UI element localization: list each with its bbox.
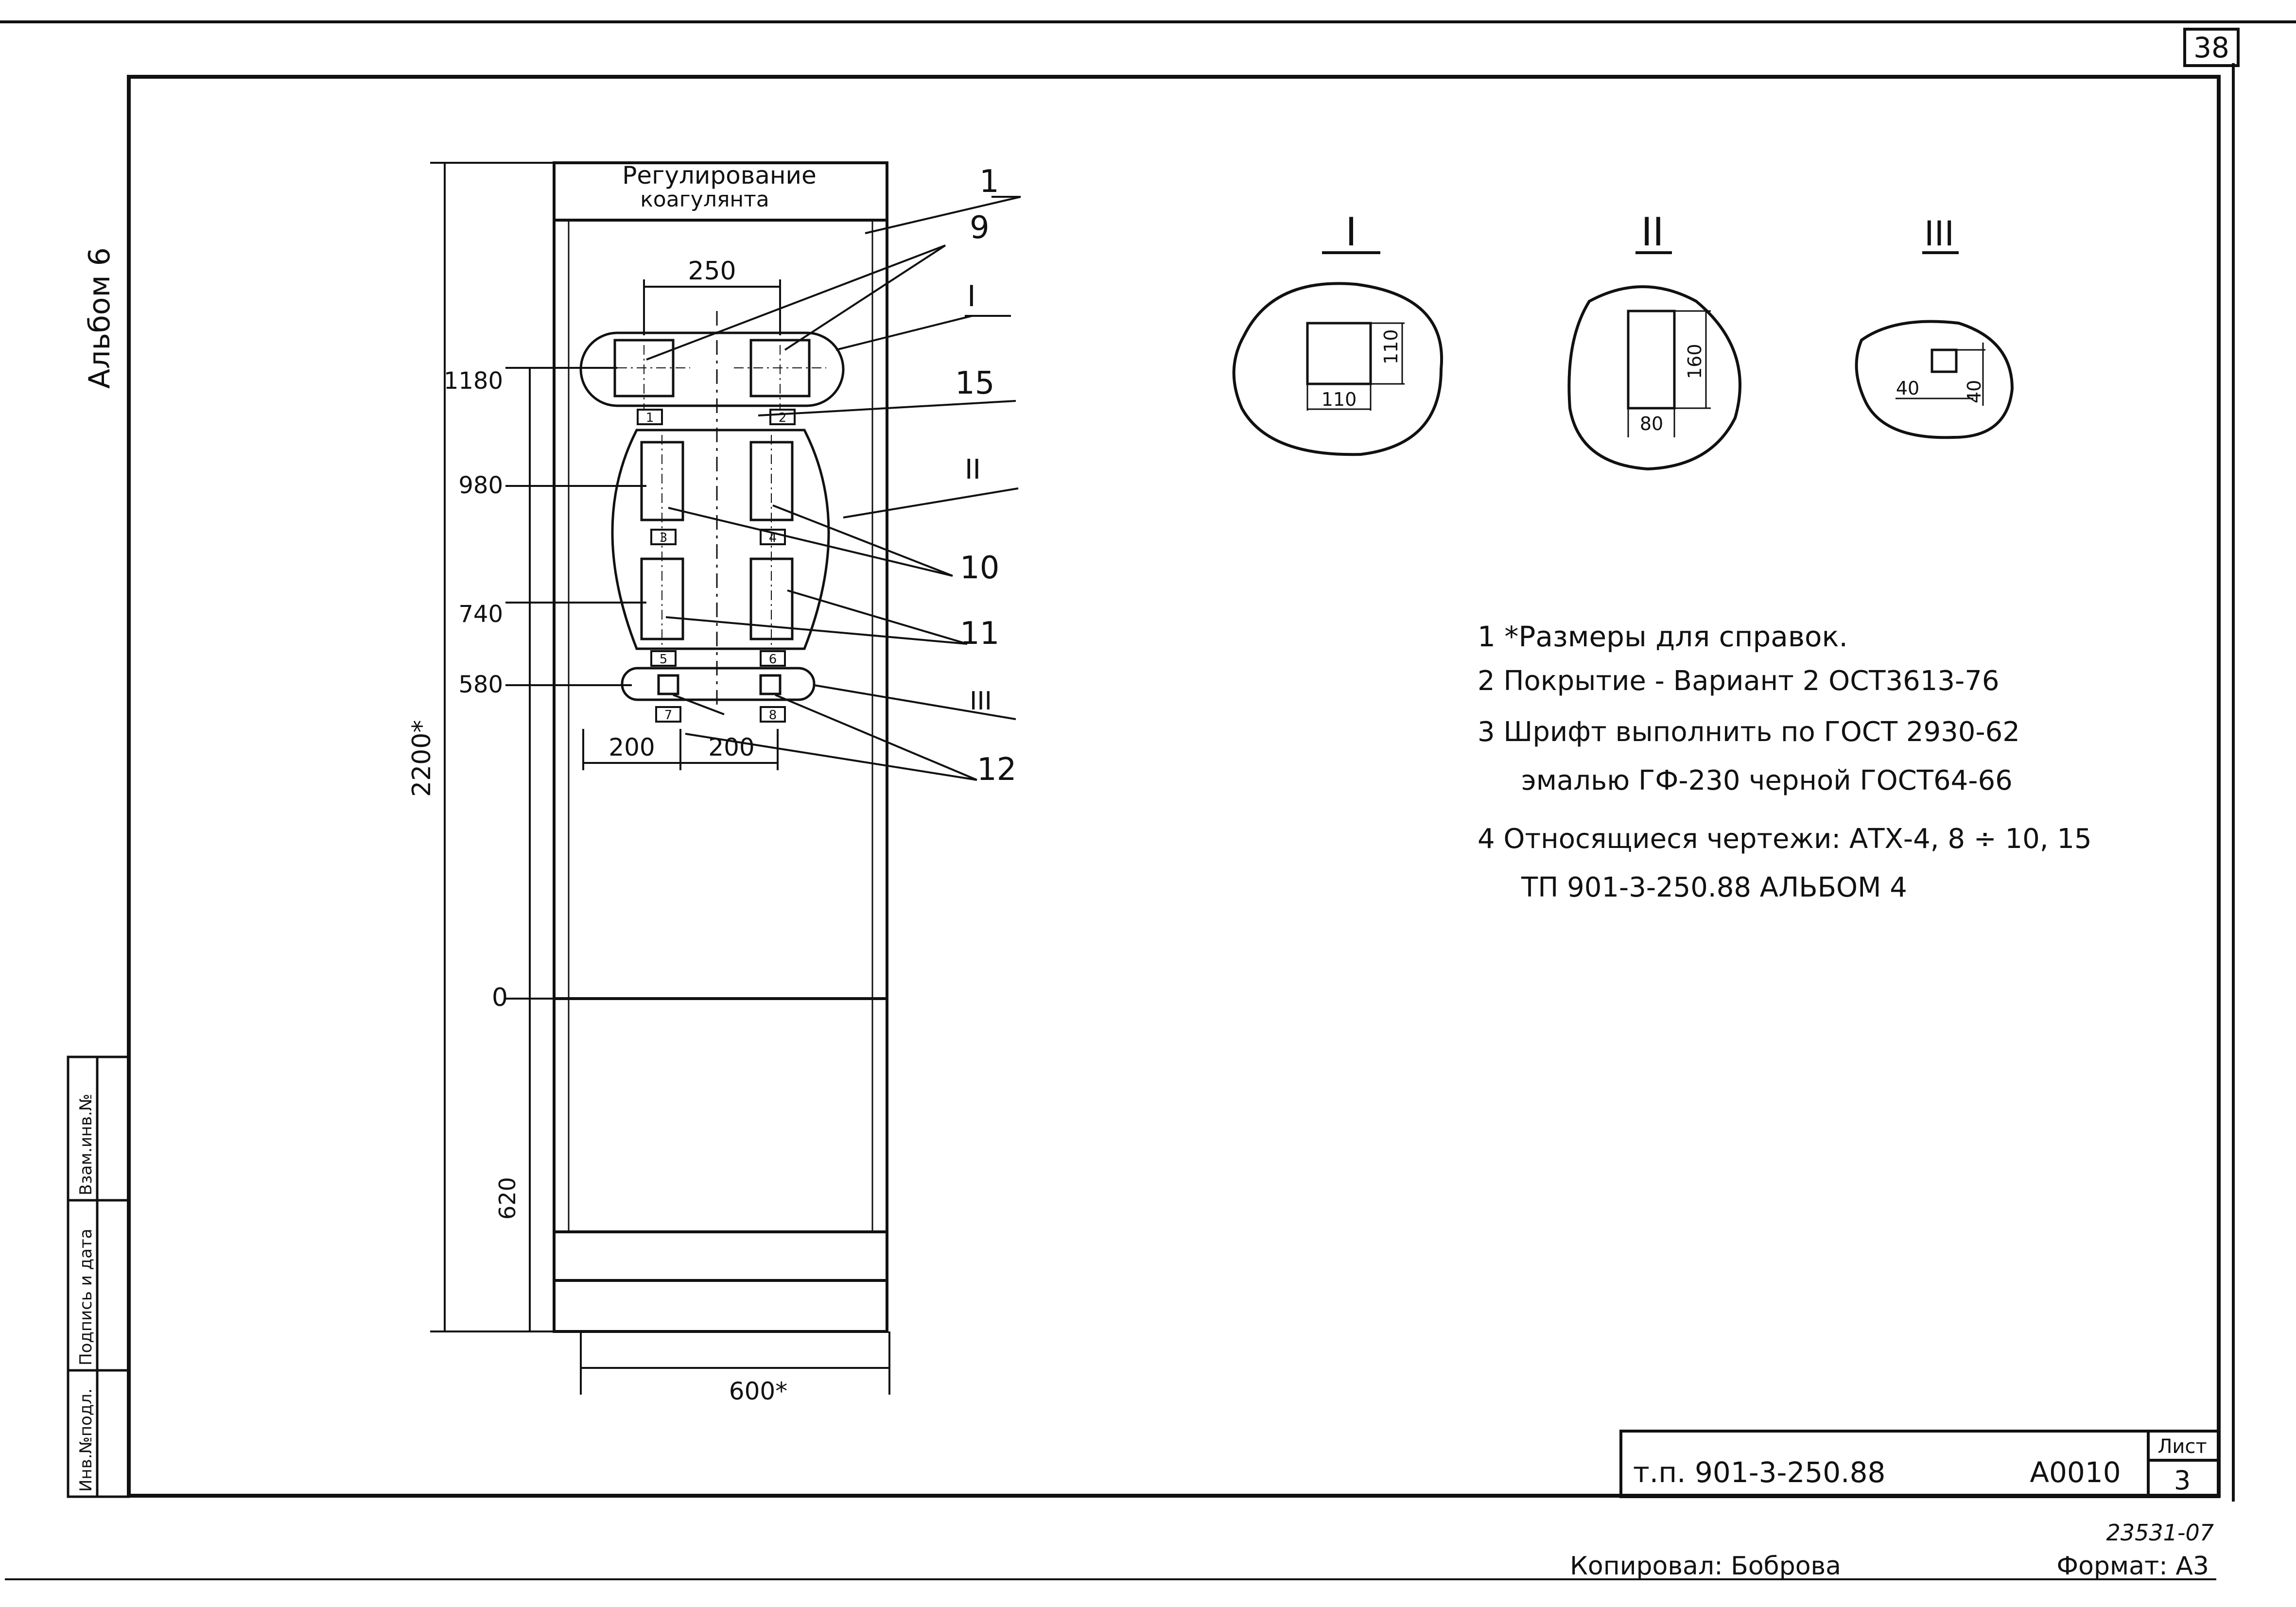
side-stamp-podpis-data: Подпись и дата: [76, 1228, 96, 1365]
note-3: 3 Шрифт выполнить по ГОСТ 2930-62: [1478, 716, 2020, 748]
note-2: 2 Покрытие - Вариант 2 ОСТ3613-76: [1478, 665, 2000, 697]
dim-600-label: 600*: [729, 1377, 787, 1405]
detail-III-width: 40: [1896, 378, 1919, 399]
detail-I-height: 110: [1380, 329, 1402, 364]
format-label: Формат: А3: [2056, 1552, 2209, 1581]
dim-200-200: [582, 729, 779, 770]
callout-leaders: [646, 196, 1021, 781]
element-tags: [637, 409, 796, 723]
tag-2: 2: [779, 411, 787, 425]
dim-620-label: 620: [494, 1177, 521, 1220]
page-corner-number: 38: [2193, 31, 2229, 64]
note-3-cont: эмалью ГФ-230 черной ГОСТ64-66: [1521, 765, 2013, 796]
title-block-code: т.п. 901-3-250.88: [1633, 1456, 1885, 1489]
archive-number: 23531-07: [2106, 1520, 2214, 1546]
tag-4: 4: [769, 531, 777, 545]
detail-III-height: 40: [1964, 380, 1985, 403]
level-580: 580: [458, 671, 503, 698]
detail-I-width: 110: [1322, 389, 1357, 410]
detail-II-title: II: [1641, 209, 1664, 255]
dim-250-label: 250: [688, 257, 736, 286]
copied-by: Копировал: Боброва: [1570, 1552, 1841, 1581]
detail-III-title: III: [1924, 214, 1954, 254]
note-4-cont: ТП 901-3-250.88 АЛЬБОМ 4: [1521, 872, 1907, 903]
callout-III: III: [970, 687, 992, 716]
group-II: [611, 429, 830, 650]
dim-200-right-label: 200: [708, 733, 754, 761]
level-dimensions: [430, 162, 646, 1332]
sheet-frame: [0, 20, 2296, 1580]
side-stamp: [67, 1055, 130, 1498]
dim-200-left-label: 200: [609, 733, 655, 761]
detail-II-height: 160: [1684, 344, 1705, 379]
detail-I: [1232, 251, 1444, 456]
callout-I: I: [967, 279, 976, 313]
title-block-drawing: А0010: [2030, 1456, 2121, 1489]
tag-6: 6: [769, 652, 777, 667]
callout-10: 10: [960, 550, 999, 586]
callout-12: 12: [977, 752, 1016, 788]
dim-600: [580, 1331, 890, 1395]
callout-15: 15: [955, 365, 994, 401]
callout-9: 9: [970, 210, 990, 246]
side-stamp-vzam-inv: Взам.инв.№: [76, 1094, 96, 1195]
group-I: [579, 326, 845, 411]
detail-II: [1567, 251, 1741, 471]
panel-outline: [553, 161, 888, 1333]
tag-3: 3: [660, 531, 668, 545]
tag-7: 7: [664, 708, 673, 723]
tag-8: 8: [769, 708, 777, 723]
side-stamp-inv-podl: Инв.№подл.: [76, 1388, 96, 1492]
callout-1: 1: [979, 164, 999, 200]
detail-II-width: 80: [1640, 413, 1663, 434]
callout-11: 11: [960, 616, 999, 652]
title-block-sheet-label: Лист: [2157, 1435, 2207, 1458]
level-740: 740: [458, 601, 503, 628]
detail-I-title: I: [1345, 209, 1357, 255]
detail-III: [1855, 251, 2014, 439]
group-III: [621, 667, 816, 701]
title-block: [1619, 1430, 2220, 1498]
callout-II: II: [965, 454, 981, 485]
dim-2200-label: 2200*: [407, 720, 436, 797]
level-1180: 1180: [444, 367, 503, 395]
note-1: 1 *Размеры для справок.: [1478, 620, 1848, 653]
tag-5: 5: [660, 652, 668, 667]
level-0: 0: [492, 983, 508, 1012]
level-980: 980: [458, 472, 503, 499]
panel-header-line2: коагулянта: [640, 187, 769, 212]
title-block-sheet-no: 3: [2174, 1465, 2191, 1496]
panel-header-line1: Регулирование: [622, 161, 817, 190]
album-label: Альбом 6: [83, 247, 117, 389]
dim-250: [643, 279, 781, 335]
tag-1: 1: [646, 411, 654, 425]
note-4: 4 Относящиеся чертежи: АТХ-4, 8 ÷ 10, 15: [1478, 823, 2092, 855]
